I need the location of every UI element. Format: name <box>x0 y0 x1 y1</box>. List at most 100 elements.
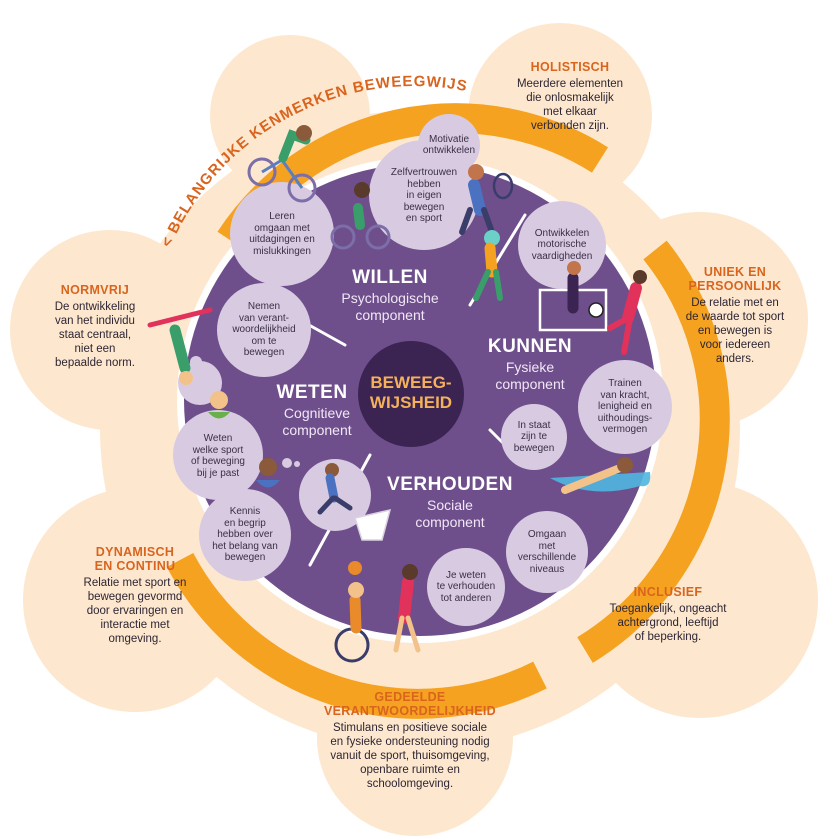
text-line: van verant- <box>238 312 290 324</box>
thinking-boy-illustration <box>256 458 280 488</box>
text-line: of beweging <box>191 456 245 467</box>
text-line: bewegen <box>224 552 266 564</box>
text-line: verschillende <box>517 552 577 563</box>
text-line: voor iedereen <box>699 339 771 351</box>
text-line: vaardigheden <box>531 250 593 262</box>
text-line: Je weten <box>445 569 486 581</box>
text-line: bewegen <box>513 442 555 454</box>
text-line: en fysieke ondersteuning nodig <box>330 736 490 748</box>
text-line: verbonden zijn. <box>531 120 609 132</box>
text-line: Sociale <box>427 497 473 513</box>
text-line: uitdagingen en <box>249 234 315 245</box>
text-line: ontwikkelen <box>422 145 476 156</box>
text-line: Psychologische <box>341 290 439 306</box>
component-willen-title: WILLEN <box>352 267 428 288</box>
text-line: uithoudings- <box>597 412 653 424</box>
text-line: omgaan met <box>254 222 310 234</box>
text-line: bij je past <box>196 467 240 479</box>
center-circle <box>358 341 464 447</box>
tennis-player-illustration <box>459 164 514 235</box>
text-line: het belang van <box>212 540 278 552</box>
text-line: of beperking. <box>634 631 702 643</box>
runner-illustration <box>317 463 353 515</box>
holistisch-title: HOLISTISCH <box>530 60 610 74</box>
text-line: De ontwikkeling <box>54 301 136 313</box>
text-line: Cognitieve <box>283 405 351 421</box>
text-line: PERSOONLIJK <box>688 279 782 293</box>
text-line: component <box>495 376 565 392</box>
text-line: door ervaringen en <box>86 605 184 617</box>
text-line: in eigen <box>406 190 442 202</box>
inclusief-title: INCLUSIEF <box>633 585 703 599</box>
center-line-1: BEWEEG- <box>370 373 452 392</box>
text-line: bepaalde norm. <box>55 357 135 369</box>
text-line: bewegen <box>403 201 445 213</box>
holistisch-desc: Meerdere elementen die onlosmakelijk met e… <box>500 77 640 133</box>
text-line: vermogen <box>602 424 648 436</box>
text-line: Ontwikkelen <box>534 227 590 239</box>
center-line-2: WIJSHEID <box>369 393 453 412</box>
text-line: Relatie met sport en <box>83 577 187 589</box>
text-line: In staat <box>517 419 551 431</box>
text-line: om te <box>251 335 277 347</box>
text-line: interactie met <box>100 619 170 631</box>
component-verhouden-title: VERHOUDEN <box>387 474 513 495</box>
cartwheel-child-illustration <box>147 307 213 385</box>
text-line: niveaus <box>529 563 565 575</box>
text-line: Nemen <box>247 301 281 313</box>
text-line: bewegen <box>243 347 285 359</box>
text-line: anders. <box>715 353 755 365</box>
swimmer-illustration <box>550 457 651 494</box>
gedeelde-desc: Stimulans en positieve sociale en fysieke… <box>300 721 520 791</box>
text-line: component <box>282 422 352 438</box>
text-line: zijn te <box>520 431 548 443</box>
text-line: te verhouden <box>436 581 496 593</box>
text-line: Fysieke <box>505 359 555 375</box>
text-line: schoolomgeving. <box>366 778 454 790</box>
text-line: die onlosmakelijk <box>526 92 614 104</box>
small-cyclist-illustration <box>330 182 391 250</box>
text-line: Omgaan <box>527 529 567 540</box>
thinking-girl-illustration <box>208 391 230 419</box>
text-line: Stimulans en positieve sociale <box>332 722 488 734</box>
center-label: BEWEEG- WIJSHEID <box>358 373 464 413</box>
bubble-shapes <box>173 114 672 626</box>
text-line: De relatie met en <box>691 297 779 309</box>
text-line: tot anderen <box>440 592 492 604</box>
normvrij-title: NORMVRIJ <box>60 283 130 297</box>
text-line: lenigheid en <box>598 401 652 413</box>
basketball-players-illustration <box>348 508 421 653</box>
text-line: van het individu <box>55 315 135 327</box>
text-line: met elkaar <box>543 106 597 118</box>
text-line: vanuit de sport, thuisomgeving, <box>330 750 490 762</box>
text-line: VERANTWOORDELIJKHEID <box>324 704 496 718</box>
text-line: EN CONTINU <box>94 559 176 573</box>
text-line: UNIEK EN <box>703 265 767 279</box>
text-line: achtergrond, leeftijd <box>617 617 719 629</box>
text-line: mislukkingen <box>253 245 311 257</box>
text-line: Zelfvertrouwen <box>390 167 458 179</box>
text-line: en sport <box>405 213 443 225</box>
text-line: Meerdere elementen <box>516 78 624 90</box>
text-line: woordelijkheid <box>232 324 296 336</box>
text-line: hebben <box>407 178 441 190</box>
text-line: component <box>355 307 425 323</box>
text-line: niet een <box>74 343 116 355</box>
